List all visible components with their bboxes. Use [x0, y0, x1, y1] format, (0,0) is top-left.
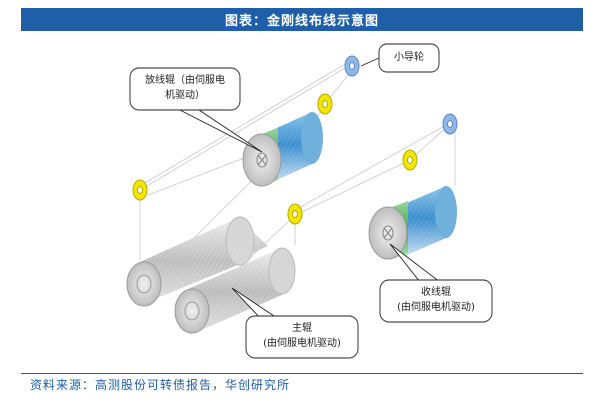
- takeup-spool: [368, 186, 457, 260]
- figure-title: 图表：金刚线布线示意图: [224, 14, 379, 29]
- figure-title-bar: 图表：金刚线布线示意图: [21, 8, 583, 31]
- yellow-pulleys: [132, 93, 418, 225]
- payout-roller-callout-box: [129, 67, 241, 111]
- yellow-pulley-upper: [317, 93, 333, 115]
- payout-roller-label-line1: 放线辊（由伺服电: [145, 75, 225, 86]
- guide-wheel-callout-box: [378, 43, 440, 73]
- footer-divider: [21, 373, 583, 374]
- yellow-pulley-middle: [287, 203, 303, 225]
- source-note: 资料来源：高测股份可转债报告，华创研究所: [30, 378, 291, 392]
- blue-guide-wheels: [344, 55, 458, 135]
- yellow-pulley-right: [402, 149, 418, 171]
- guide-wheel-right: [442, 113, 458, 135]
- main-roller-callout-box: [245, 315, 359, 359]
- yellow-pulley-left: [132, 179, 148, 201]
- guide-wheel-label: 小导轮: [394, 52, 424, 63]
- takeup-roller-callout-box: [379, 279, 493, 323]
- payout-spool: [242, 112, 323, 187]
- takeup-roller-label-line2: (由伺服电机驱动): [397, 302, 475, 313]
- main-roller-label: 主辊 (由伺服电机驱动): [246, 321, 358, 351]
- payout-roller-label-line2: 机驱动）: [165, 90, 205, 101]
- takeup-roller-label-line1: 收线辊: [421, 287, 451, 298]
- takeup-roller-label: 收线辊 (由伺服电机驱动): [380, 285, 492, 315]
- guide-wheel-top: [344, 55, 360, 77]
- main-roller-label-line2: (由伺服电机驱动): [263, 338, 341, 349]
- payout-roller-label: 放线辊（由伺服电 机驱动）: [130, 73, 240, 103]
- callouts: [129, 43, 493, 359]
- main-roller-label-line1: 主辊: [292, 323, 312, 334]
